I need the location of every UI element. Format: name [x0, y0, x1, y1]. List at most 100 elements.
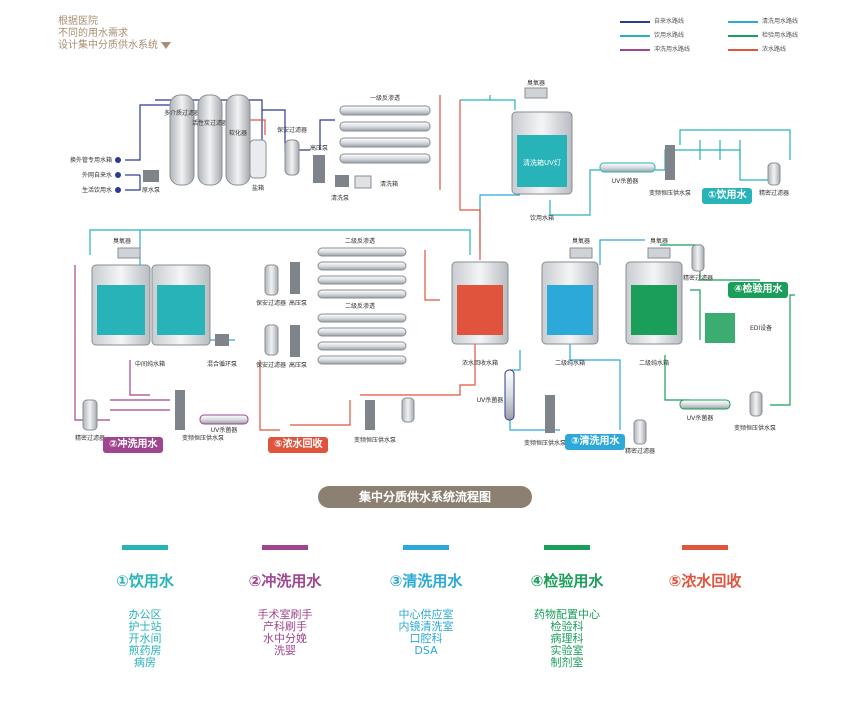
legend-swatch [728, 20, 758, 23]
pure-tank-water [631, 285, 677, 335]
legend-item: 自来水路线 [620, 16, 684, 25]
pf7-label: 精密过滤器 [625, 447, 655, 455]
drink-tank-water [517, 135, 567, 187]
badge-concentrate: ⑤浓水回收 [268, 437, 329, 453]
clean-tank-label: 清洗箱 [380, 180, 398, 188]
legend-label: 冲洗用水路线 [654, 46, 691, 53]
tap-water-pipe [125, 175, 141, 191]
clean-water-pipe [479, 194, 520, 250]
dept-item: 病房 [134, 656, 156, 669]
ozone-label: 臭氧器 [650, 237, 668, 245]
ro2a-label: 二级反渗透 [345, 237, 375, 245]
concentrate-pipe [424, 250, 440, 301]
legend-item: 冲洗用水路线 [620, 44, 690, 53]
vf-pump-3 [545, 395, 555, 433]
legend-item: 清洗用水路线 [728, 16, 798, 25]
mix-pump-label: 混合循环泵 [207, 360, 237, 368]
category-color-bar [403, 545, 449, 550]
softener-label: 软化器 [229, 129, 247, 137]
high-pressure-pump-1 [313, 155, 325, 183]
category-name: ⑤浓水回收 [668, 572, 742, 590]
uv4-label: UV杀菌器 [211, 426, 238, 434]
ozone-generator [569, 247, 593, 259]
drink-water-pipe [679, 129, 791, 160]
hp3-label: 高压泵 [289, 361, 307, 369]
dept-item: DSA [414, 644, 438, 657]
inlet-valve-icon [115, 172, 121, 178]
clean-pump-label: 清洗泵 [331, 194, 349, 202]
product-tank-section: 浓水回收水箱 臭氧器 二级纯水箱 臭氧器 二级纯水箱 精密过滤器 EDI设备 变… [451, 237, 776, 432]
vf-pump-label: 变频恒压供水泵 [649, 189, 691, 197]
inlet-label: 外网自来水 [82, 171, 112, 179]
dept-item: 药物配置中心 [534, 608, 600, 621]
ro-stage-1: 一级反渗透 清洗泵 清洗箱 [331, 94, 431, 202]
intro-line: 不同的用水需求 [58, 28, 128, 39]
dept-item: 手术室刷手 [257, 608, 313, 621]
softener-tank [225, 94, 251, 186]
vf-pump-4 [175, 390, 185, 430]
triangle-down-icon [161, 41, 171, 49]
ro-membrane [317, 313, 407, 323]
legend-item: 饮用水路线 [620, 30, 684, 39]
dept-item: 检验科 [550, 620, 584, 633]
uv1-label: UV杀菌器 [612, 177, 639, 185]
concentrate-pipe [259, 360, 280, 431]
pf3-label: 保安过滤器 [256, 361, 286, 369]
drink-water-pipe [549, 169, 600, 216]
tap-water-pipe [125, 104, 175, 161]
clean-tank-icon [354, 175, 372, 189]
diagram-title: 集中分质供水系统流程图 [318, 486, 532, 508]
drink-tank-label: 饮用水箱 [530, 214, 554, 222]
ozone-label: 臭氧器 [113, 237, 131, 245]
high-pressure-pump-3 [290, 325, 300, 357]
ro-membrane [339, 137, 431, 148]
category-color-bar [122, 545, 168, 550]
precision-filter-6 [82, 399, 98, 431]
hp-pump-label: 高压泵 [310, 144, 328, 152]
category-name: ③清洗用水 [389, 572, 463, 590]
legend-label: 自来水路线 [654, 18, 685, 25]
precision-filter-drink [767, 162, 781, 186]
uv-sterilizer-4 [679, 399, 731, 410]
ozone-generator [524, 87, 548, 99]
dept-item: 内镜清洗室 [398, 620, 454, 633]
multimedia-filter [169, 94, 195, 186]
legend-swatch [620, 34, 650, 37]
dept-item: 口腔科 [409, 632, 443, 645]
inlet-label: 生活饮用水 [82, 186, 112, 194]
inlet-valve-icon [115, 157, 121, 163]
pretreatment-group: 换外管专用水箱 外网自来水 生活饮用水 原水泵 多介质过滤器 活性炭过滤器 软化… [70, 94, 328, 194]
ro-stage-2: 二级反渗透 二级反渗透 [317, 237, 407, 365]
vf-pump-5 [365, 400, 375, 430]
multimedia-filter-label: 多介质过滤器 [164, 109, 200, 117]
category-name: ④检验用水 [530, 572, 604, 590]
concentrate-pipe [290, 400, 351, 426]
flush-water-pipe [74, 265, 110, 421]
mid-tank-section: 臭氧器 中间纯水箱 混合循环泵 保安过滤器 高压泵 保安过滤器 高压泵 [91, 237, 307, 369]
ozone-label: 臭氧器 [572, 237, 590, 245]
ro-membrane [317, 341, 407, 351]
hp2-label: 高压泵 [289, 299, 307, 307]
badge-inspect: ④检验用水 [728, 282, 789, 298]
category-inspect: ④检验用水 药物配置中心 检验科 病理科 实验室 制剂室 [507, 545, 627, 669]
precision-filter-5 [749, 391, 763, 417]
ozone-generator [117, 247, 141, 259]
ro-membrane [317, 327, 407, 337]
inspect-water-pipe [690, 289, 701, 340]
drink-water-pipe [655, 149, 770, 181]
salt-tank [249, 139, 267, 179]
clean-water-pipe [569, 330, 621, 430]
pf1-label: 精密过滤器 [759, 189, 789, 197]
concentrate-tank-water [457, 285, 503, 335]
raw-pump-label: 原水泵 [142, 186, 160, 194]
drink-water-pipe [699, 140, 741, 160]
mid-tank-water [157, 285, 205, 335]
intro-line: 设计集中分质供水系统 [58, 40, 171, 52]
carbon-filter [197, 94, 223, 186]
category-concentrate: ⑤浓水回收 [645, 545, 765, 609]
precision-filter-3 [264, 324, 279, 356]
category-color-bar [544, 545, 590, 550]
inlet-valve-icon [115, 187, 121, 193]
category-name: ②冲洗用水 [248, 572, 322, 590]
vf-pump5-label: 变频恒压供水泵 [354, 436, 396, 444]
